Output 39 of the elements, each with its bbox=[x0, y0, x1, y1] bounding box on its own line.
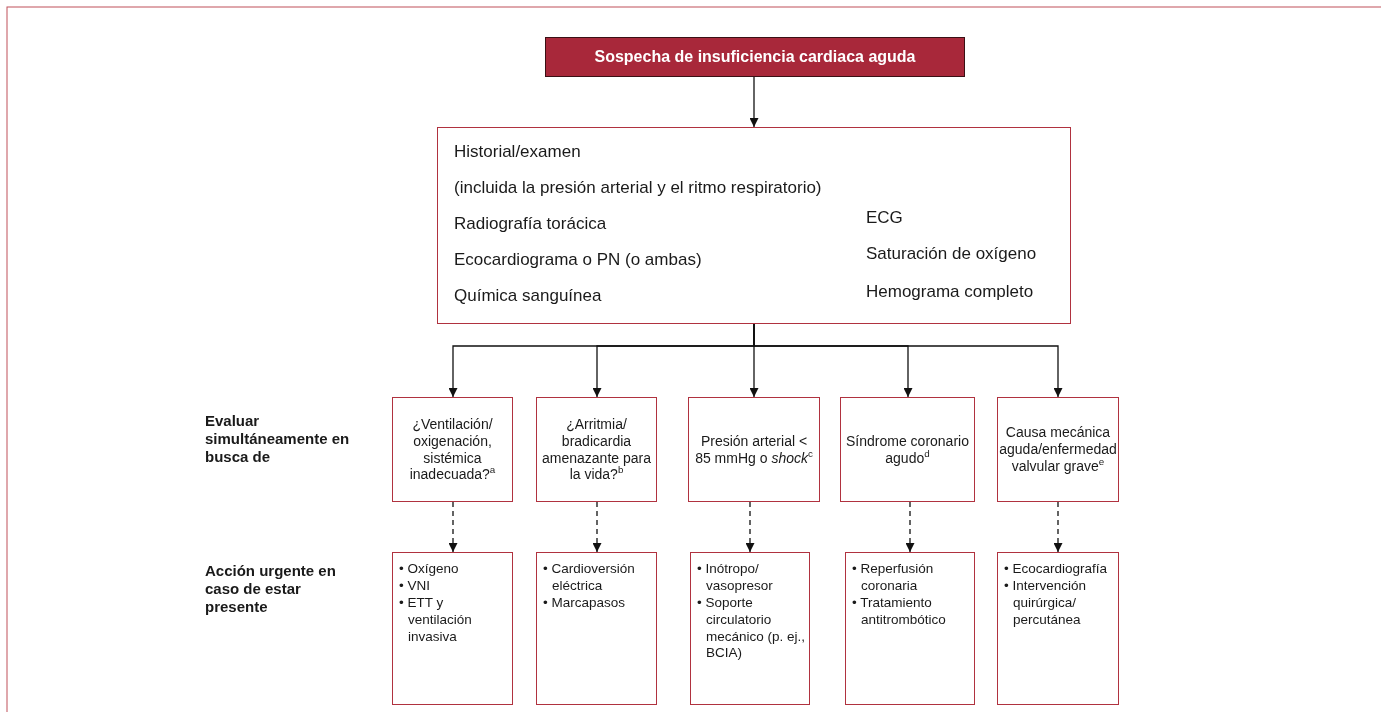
action-item: • Tratamiento antitrombótico bbox=[852, 594, 947, 629]
action-box bbox=[997, 552, 1119, 705]
dashed-arrow bbox=[905, 501, 915, 553]
action-item: • Ecocardiografía bbox=[1004, 561, 1109, 578]
action-item: • Intervención quirúrgica/ percutánea bbox=[1004, 577, 1088, 629]
start-box: Sospecha de insuficiencia cardiaca aguda bbox=[545, 37, 965, 77]
question-box: Síndrome coronario agudo$^{d}$ bbox=[840, 397, 975, 502]
question-box: Causa mecánica aguda/enfermedad valvular grave$^{e}$ bbox=[997, 397, 1119, 502]
question-box: Presión arterial < 85 mmHg o shock$^{c}$ bbox=[688, 397, 820, 502]
action-item: • Cardioversión eléctrica bbox=[543, 561, 636, 595]
action-box bbox=[690, 552, 810, 705]
dashed-arrow bbox=[1053, 501, 1063, 553]
dashed-arrow bbox=[592, 501, 602, 553]
assessment-item: Saturación de oxígeno bbox=[866, 244, 1037, 264]
question-box: ¿Arritmia/ bradicardia amenazante para la vida?$^{b}$ bbox=[536, 397, 657, 502]
action-item: • ETT y ventilación invasiva bbox=[399, 594, 473, 646]
assessment-item: (incluida la presión arterial y el ritmo respiratorio) bbox=[454, 178, 822, 198]
action-item: • Oxígeno bbox=[399, 561, 460, 578]
action-box bbox=[392, 552, 513, 705]
assessment-item: Radiografía torácica bbox=[454, 214, 607, 234]
action-box bbox=[845, 552, 975, 705]
assessment-box bbox=[437, 127, 1071, 324]
assessment-item: ECG bbox=[866, 208, 903, 228]
action-box bbox=[536, 552, 657, 705]
action-item: • VNI bbox=[399, 577, 431, 595]
assessment-item: Ecocardiograma o PN (o ambas) bbox=[454, 250, 702, 270]
row-label: Evaluar simultáneamente en busca de bbox=[205, 412, 351, 466]
assessment-item: Química sanguínea bbox=[454, 286, 602, 306]
assessment-item: Historial/examen bbox=[454, 142, 581, 162]
dashed-arrow bbox=[448, 501, 458, 553]
assessment-item: Hemograma completo bbox=[866, 282, 1034, 302]
arrow bbox=[749, 76, 759, 128]
action-item: • Reperfusión coronaria bbox=[852, 561, 935, 595]
action-item: • Inótropo/ vasopresor bbox=[697, 561, 774, 595]
action-item: • Marcapasos bbox=[543, 594, 626, 612]
row-label: Acción urgente en caso de estar presente bbox=[205, 562, 337, 616]
action-item: • Soporte circulatorio mecánico (p. ej., BCIA) bbox=[697, 594, 806, 663]
question-box: ¿Ventilación/ oxigenación, sistémica inadecuada?$^{a}$ bbox=[392, 397, 513, 502]
dashed-arrow bbox=[745, 501, 755, 553]
